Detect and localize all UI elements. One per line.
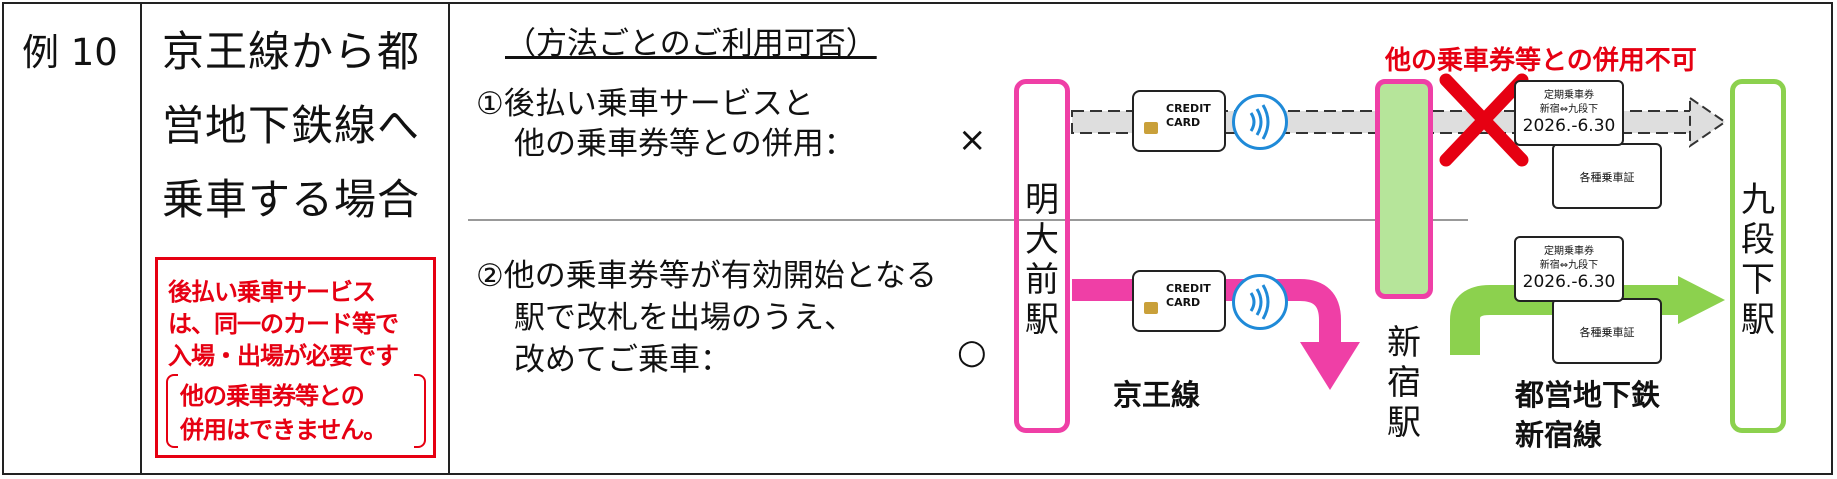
warning-line-1: 後払い乗車サービス <box>168 278 376 306</box>
commuter-pass: 定期乗車券 新宿⇔九段下 2026.-6.30 <box>1514 236 1624 302</box>
station-meidaimae-char-2: 大 <box>1025 220 1059 260</box>
pass-card-back: 各種乗車証 <box>1552 298 1662 364</box>
pass-route: 新宿⇔九段下 <box>1539 260 1599 271</box>
option2-line1: ②他の乗車券等が有効開始となる <box>476 258 937 294</box>
pass-back-label: 各種乗車証 <box>1579 171 1635 184</box>
toei-line-label-2: 新宿線 <box>1515 418 1603 452</box>
toei-arrowhead <box>1678 276 1725 324</box>
commuter-pass: 定期乗車券 新宿⇔九段下 2026.-6.30 <box>1514 80 1624 146</box>
row-divider <box>468 219 1468 221</box>
station-kudanshita-char-2: 段 <box>1741 220 1775 260</box>
case-label: 例 10 <box>22 31 118 74</box>
title-line-3: 乗車する場合 <box>162 175 421 224</box>
warning-line-2: は、同一のカード等で <box>168 310 399 338</box>
card-label-1: CREDIT <box>1166 102 1211 115</box>
pass-title: 定期乗車券 <box>1544 90 1594 101</box>
prohibited-x-icon <box>1439 73 1529 167</box>
option2-line3: 改めてご乗車： <box>514 342 731 378</box>
warning-note-line-1: 他の乗車券等との <box>180 382 365 410</box>
credit-card-icon: CREDIT CARD <box>1132 90 1226 152</box>
option1-mark: × <box>958 120 987 160</box>
station-meidaimae-char-4: 駅 <box>1025 300 1059 340</box>
card-label-2: CARD <box>1166 296 1201 309</box>
pass-route: 新宿⇔九段下 <box>1539 104 1599 115</box>
credit-card-icon: CREDIT CARD <box>1132 270 1226 332</box>
title-line-2: 営地下鉄線へ <box>162 101 421 150</box>
left-bracket <box>166 374 178 448</box>
station-shinjuku: 新 宿 駅 <box>1380 323 1428 443</box>
pass-back-label: 各種乗車証 <box>1579 326 1635 339</box>
card-chip <box>1144 302 1158 314</box>
red-title: 他の乗車券等との併用不可 <box>1385 46 1697 76</box>
station-shinjuku-char-2: 宿 <box>1387 363 1421 403</box>
pass-card-back: 各種乗車証 <box>1552 143 1662 209</box>
card-chip <box>1144 122 1158 134</box>
keio-line-label: 京王線 <box>1113 378 1201 412</box>
station-shinjuku-char-1: 新 <box>1387 323 1421 363</box>
toei-line-label-1: 都営地下鉄 <box>1515 378 1661 412</box>
option1-line2: 他の乗車券等との併用： <box>514 126 855 162</box>
pass-date: 2026.-6.30 <box>1522 272 1616 292</box>
keio-arrow <box>1072 279 1341 345</box>
column-divider-1 <box>140 2 142 475</box>
station-kudanshita: 九 段 下 駅 <box>1730 79 1786 433</box>
pass-title: 定期乗車券 <box>1544 246 1594 257</box>
contactless-icon <box>1232 94 1288 150</box>
station-meidaimae-char-1: 明 <box>1025 180 1059 220</box>
option2-line2: 駅で改札を出場のうえ、 <box>514 300 855 336</box>
station-kudanshita-char-3: 下 <box>1741 260 1775 300</box>
station-shinjuku-char-3: 駅 <box>1387 403 1421 443</box>
station-kudanshita-char-1: 九 <box>1741 180 1775 220</box>
station-meidaimae-char-3: 前 <box>1025 260 1059 300</box>
warning-note-line-2: 併用はできません。 <box>180 416 387 444</box>
station-meidaimae: 明 大 前 駅 <box>1014 79 1070 433</box>
section-heading: （方法ごとのご利用可否） <box>505 26 877 62</box>
card-label-2: CARD <box>1166 116 1201 129</box>
warning-box: 後払い乗車サービス は、同一のカード等で 入場・出場が必要です 他の乗車券等との… <box>155 257 436 458</box>
card-label-1: CREDIT <box>1166 282 1211 295</box>
warning-line-3: 入場・出場が必要です <box>168 342 399 370</box>
keio-arrowhead <box>1300 342 1360 390</box>
toei-arrow <box>1450 285 1680 355</box>
title-line-1: 京王線から都 <box>162 27 421 76</box>
shinjuku-gate <box>1375 79 1433 299</box>
option2-mark: ○ <box>957 332 987 372</box>
contactless-icon <box>1232 274 1288 330</box>
station-kudanshita-char-4: 駅 <box>1741 300 1775 340</box>
right-bracket <box>414 374 426 448</box>
column-divider-2 <box>448 2 450 475</box>
option1-line1: ①後払い乗車サービスと <box>476 86 814 122</box>
pass-date: 2026.-6.30 <box>1522 116 1616 136</box>
warning-note: 他の乗車券等との 併用はできません。 <box>166 372 426 450</box>
